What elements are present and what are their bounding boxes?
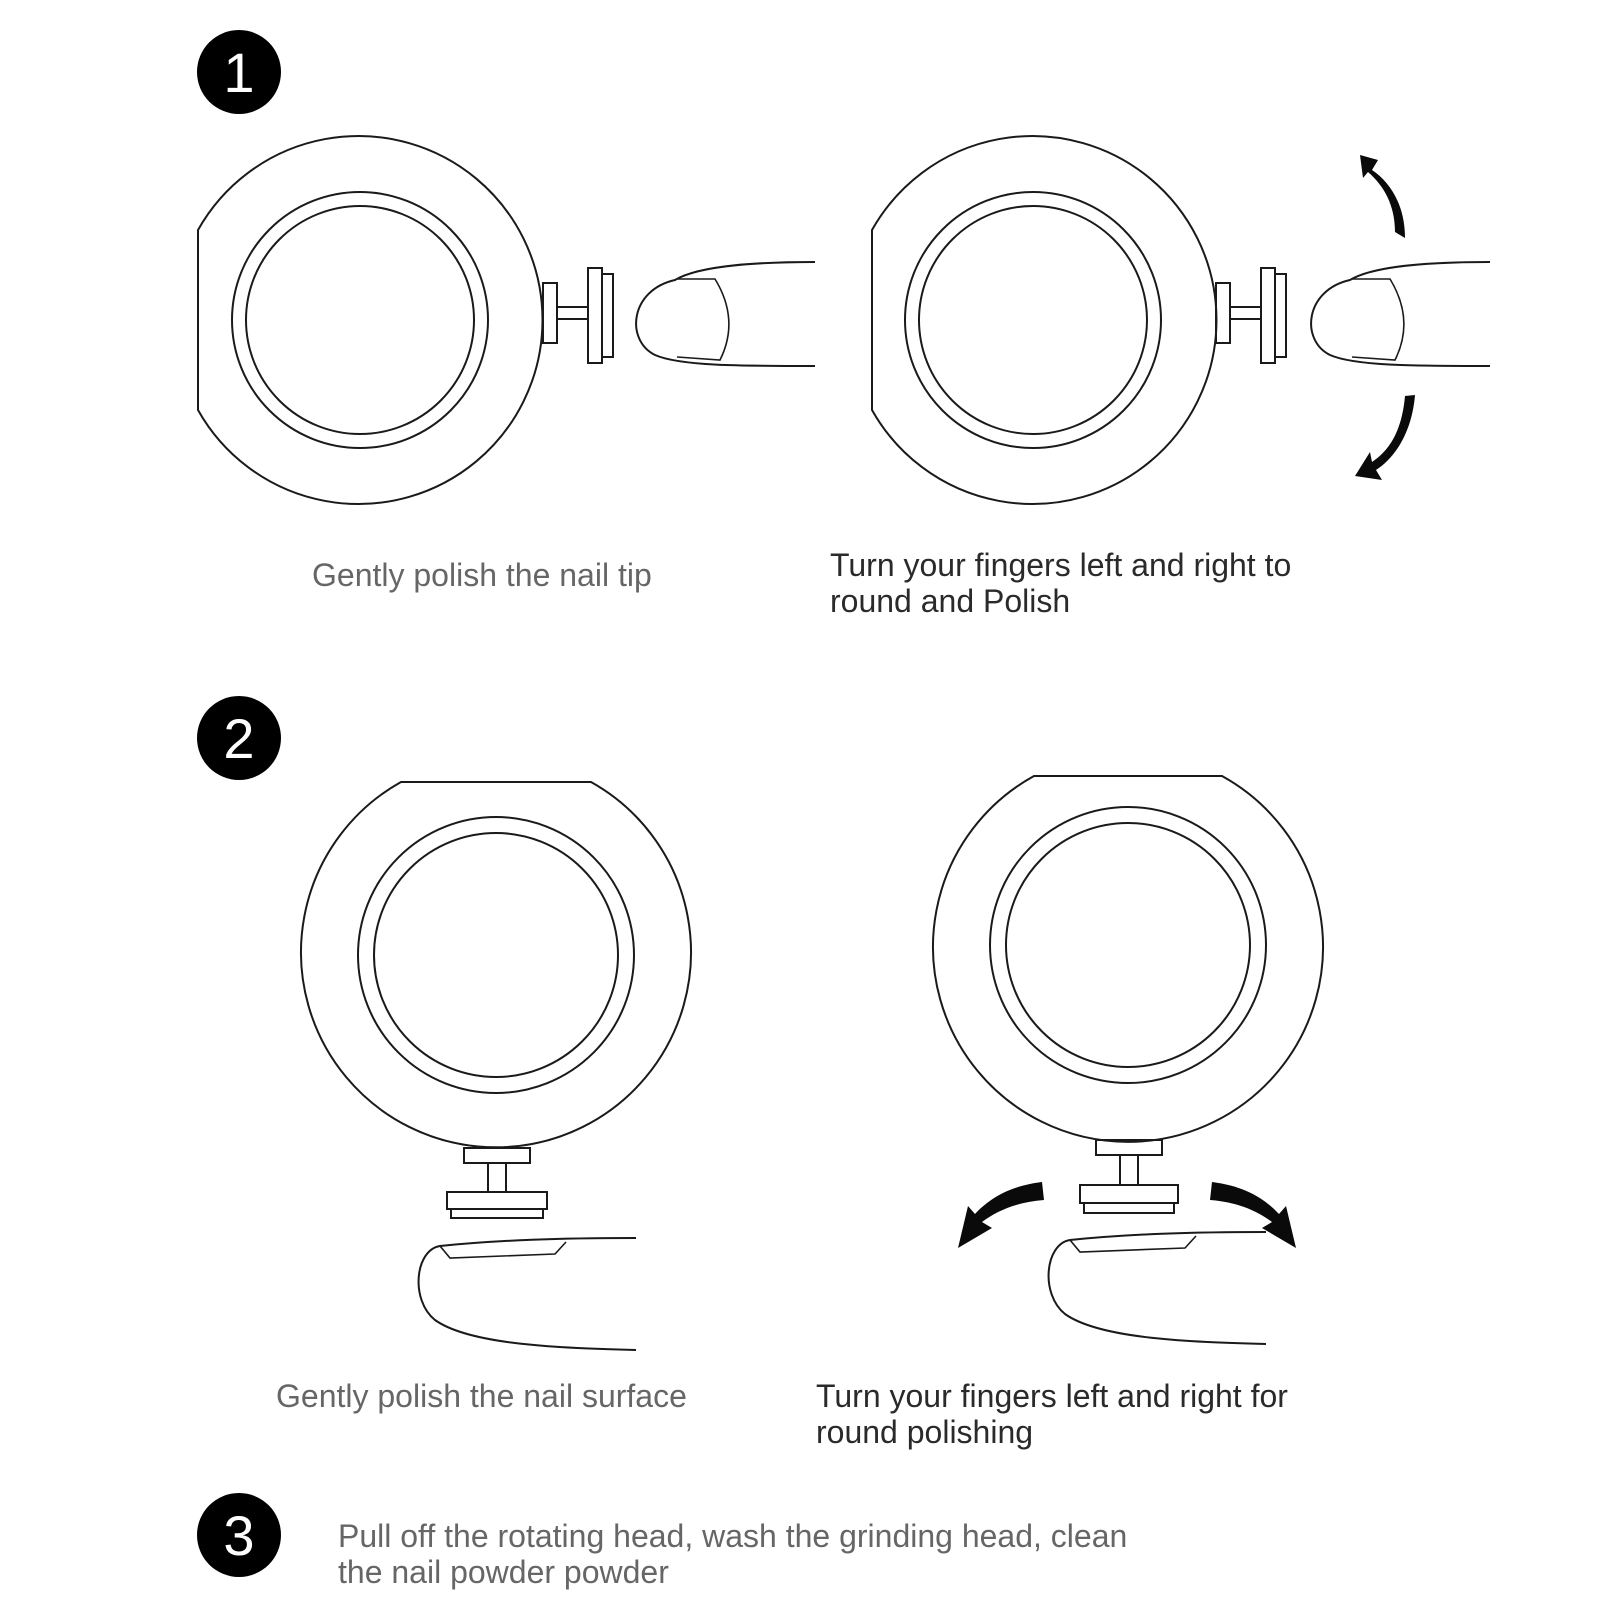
step3-caption-line2: the nail powder powder <box>338 1554 669 1590</box>
swing-right-arrow-icon <box>1210 1182 1296 1248</box>
step-2-badge: 2 <box>197 696 281 780</box>
step-3-badge: 3 <box>197 1493 281 1577</box>
step2-left-caption: Gently polish the nail surface <box>276 1378 687 1414</box>
step3-caption-line1: Pull off the rotating head, wash the gri… <box>338 1518 1128 1554</box>
step-1-badge: 1 <box>197 30 281 114</box>
step1-left-polishing-head <box>542 267 614 364</box>
step2-right-finger <box>1047 1231 1267 1345</box>
step2-right-caption-line1: Turn your fingers left and right for <box>816 1378 1288 1414</box>
step2-left-finger <box>417 1237 637 1351</box>
step2-left-device-body <box>300 781 692 1149</box>
rotate-down-arrow-icon <box>1355 395 1415 480</box>
step1-left-illustration <box>197 135 816 505</box>
step1-left-device-body <box>197 135 544 505</box>
step2-left-polishing-head <box>446 1147 548 1219</box>
step2-right-polishing-head <box>1079 1139 1179 1214</box>
step2-left-illustration <box>300 781 692 1351</box>
rotate-up-arrow-icon <box>1360 155 1405 238</box>
step1-right-device-body <box>871 135 1218 505</box>
step1-right-polishing-head <box>1215 267 1287 364</box>
step1-right-caption-line2: round and Polish <box>830 583 1071 619</box>
step1-right-illustration <box>871 135 1491 505</box>
swing-left-arrow-icon <box>958 1182 1044 1248</box>
step2-right-illustration <box>932 775 1324 1345</box>
step1-left-caption: Gently polish the nail tip <box>312 557 652 593</box>
step1-right-fingertip <box>1310 261 1491 367</box>
step1-left-fingertip <box>635 261 816 367</box>
step1-right-caption-line1: Turn your fingers left and right to <box>830 547 1292 583</box>
step2-right-device-body <box>932 775 1324 1143</box>
step2-right-caption-line2: round polishing <box>816 1414 1034 1450</box>
